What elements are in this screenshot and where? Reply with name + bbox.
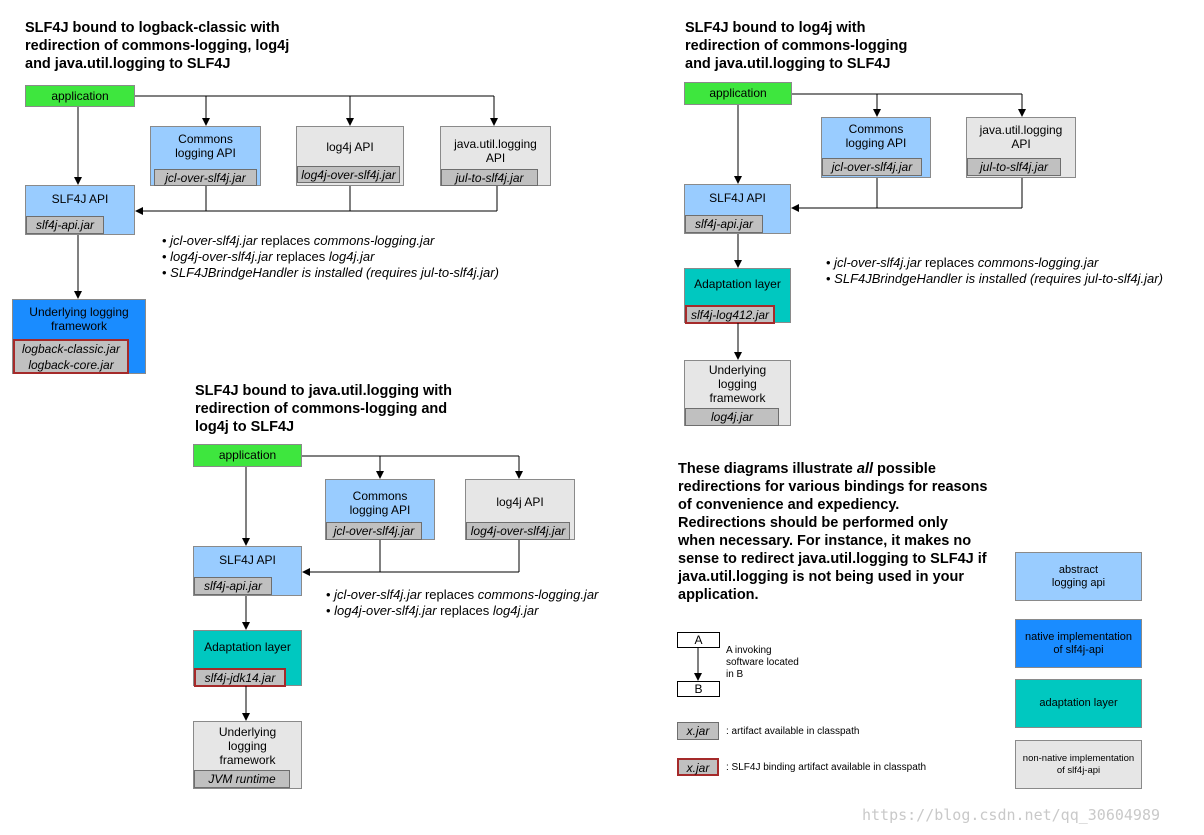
- slf4j-api-jar: slf4j-api.jar: [194, 577, 272, 595]
- diagram3-application-box: application: [193, 444, 302, 467]
- log4j-api-label: log4j API: [496, 495, 544, 509]
- jul-api-label: java.util.logging API: [979, 123, 1063, 151]
- jul-to-slf4j-jar: jul-to-slf4j.jar: [441, 169, 538, 186]
- note-jcl: • jcl-over-slf4j.jar replaces commons-lo…: [162, 233, 435, 248]
- jcl-over-slf4j-jar: jcl-over-slf4j.jar: [154, 169, 257, 186]
- diagram1-commons-logging-box: Commons logging API jcl-over-slf4j.jar: [150, 126, 261, 186]
- diagram1-jul-box: java.util.logging API jul-to-slf4j.jar: [440, 126, 551, 186]
- diagram2-underlying-framework-box: Underlying logging framework log4j.jar: [684, 360, 791, 426]
- underlying-framework-label: Underlying logging framework: [29, 305, 129, 333]
- legend-binding-jar: x.jar: [677, 758, 719, 776]
- note-jul: • SLF4JBrindgeHandler is installed (requ…: [162, 265, 499, 280]
- legend-box-b: B: [677, 681, 720, 697]
- legend-invoking-text: A invoking software located in B: [726, 645, 799, 680]
- diagram1-slf4j-api-box: SLF4J API slf4j-api.jar: [25, 185, 135, 235]
- underlying-framework-label: Underlying logging framework: [708, 363, 767, 405]
- emphasis-all: all: [856, 461, 874, 477]
- diagram2-title: SLF4J bound to log4j with redirection of…: [685, 20, 908, 72]
- application-label: application: [709, 86, 767, 100]
- note-jul: • SLF4JBrindgeHandler is installed (requ…: [826, 271, 1163, 286]
- legend-non-native-impl: non-native implementation of slf4j-api: [1015, 740, 1142, 789]
- application-label: application: [218, 448, 277, 462]
- commons-logging-label: Commons logging API: [845, 122, 907, 150]
- log4j-over-slf4j-jar: log4j-over-slf4j.jar: [297, 166, 400, 183]
- note-jcl: • jcl-over-slf4j.jar replaces commons-lo…: [826, 255, 1099, 270]
- adaptation-layer-label: Adaptation layer: [204, 640, 291, 654]
- legend-native-impl: native implementation of slf4j-api: [1015, 619, 1142, 668]
- slf4j-api-label: SLF4J API: [219, 553, 276, 567]
- diagram1-notes: • jcl-over-slf4j.jar replaces commons-lo…: [162, 233, 499, 281]
- log4j-api-label: log4j API: [326, 140, 374, 154]
- legend-artifact-jar: x.jar: [677, 722, 719, 740]
- jul-to-slf4j-jar: jul-to-slf4j.jar: [967, 158, 1061, 176]
- diagram2-jul-box: java.util.logging API jul-to-slf4j.jar: [966, 117, 1076, 178]
- jcl-over-slf4j-jar: jcl-over-slf4j.jar: [326, 522, 422, 540]
- diagram3-slf4j-api-box: SLF4J API slf4j-api.jar: [193, 546, 302, 596]
- diagram2-commons-logging-box: Commons logging API jcl-over-slf4j.jar: [821, 117, 931, 178]
- application-label: application: [51, 89, 109, 103]
- diagram2-adaptation-layer-box: Adaptation layer slf4j-log412.jar: [684, 268, 791, 324]
- diagram1-application-box: application: [25, 85, 135, 107]
- legend-abstract-api: abstract logging api: [1015, 552, 1142, 601]
- jul-api-label: java.util.logging API: [454, 137, 537, 165]
- diagram2-slf4j-api-box: SLF4J API slf4j-api.jar: [684, 184, 791, 234]
- log4j-jar: log4j.jar: [685, 408, 779, 426]
- note-jcl: • jcl-over-slf4j.jar replaces commons-lo…: [326, 587, 599, 602]
- underlying-framework-label: Underlying logging framework: [218, 725, 277, 767]
- diagram3-underlying-framework-box: Underlying logging framework JVM runtime: [193, 721, 302, 789]
- adaptation-layer-label: Adaptation layer: [694, 277, 781, 291]
- diagram1-underlying-framework-box: Underlying logging framework logback-cla…: [12, 299, 146, 374]
- legend-adaptation-layer: adaptation layer: [1015, 679, 1142, 728]
- log4j-over-slf4j-jar: log4j-over-slf4j.jar: [466, 522, 570, 540]
- diagram3-title: SLF4J bound to java.util.logging with re…: [195, 383, 452, 435]
- slf4j-api-jar: slf4j-api.jar: [26, 216, 104, 234]
- logback-jars: logback-classic.jar logback-core.jar: [13, 339, 129, 374]
- slf4j-api-label: SLF4J API: [51, 192, 109, 206]
- note-log4j: • log4j-over-slf4j.jar replaces log4j.ja…: [326, 603, 539, 618]
- legend-artifact-text: : artifact available in classpath: [726, 726, 860, 737]
- diagram3-commons-logging-box: Commons logging API jcl-over-slf4j.jar: [325, 479, 435, 540]
- diagram2-notes: • jcl-over-slf4j.jar replaces commons-lo…: [826, 255, 1163, 287]
- diagram3-adaptation-layer-box: Adaptation layer slf4j-jdk14.jar: [193, 630, 302, 687]
- legend-binding-text: : SLF4J binding artifact available in cl…: [726, 762, 927, 773]
- slf4j-jdk14-jar: slf4j-jdk14.jar: [194, 668, 286, 687]
- jcl-over-slf4j-jar: jcl-over-slf4j.jar: [822, 158, 922, 176]
- note-log4j: • log4j-over-slf4j.jar replaces log4j.ja…: [162, 249, 375, 264]
- commons-logging-label: Commons logging API: [349, 489, 411, 517]
- jvm-runtime-jar: JVM runtime: [194, 770, 290, 788]
- diagram3-notes: • jcl-over-slf4j.jar replaces commons-lo…: [326, 587, 598, 619]
- diagram1-title: SLF4J bound to logback-classic with redi…: [25, 20, 290, 72]
- diagram3-log4j-box: log4j API log4j-over-slf4j.jar: [465, 479, 575, 540]
- diagram2-application-box: application: [684, 82, 792, 105]
- diagram1-log4j-box: log4j API log4j-over-slf4j.jar: [296, 126, 404, 186]
- commons-logging-label: Commons logging API: [175, 132, 236, 160]
- legend-box-a: A: [677, 632, 720, 648]
- slf4j-api-jar: slf4j-api.jar: [685, 215, 763, 233]
- watermark-text: https://blog.csdn.net/qq_30604989: [862, 806, 1161, 824]
- slf4j-log412-jar: slf4j-log412.jar: [685, 305, 775, 324]
- description-paragraph: These diagrams illustrate all possible r…: [678, 461, 988, 603]
- slf4j-api-label: SLF4J API: [709, 191, 766, 205]
